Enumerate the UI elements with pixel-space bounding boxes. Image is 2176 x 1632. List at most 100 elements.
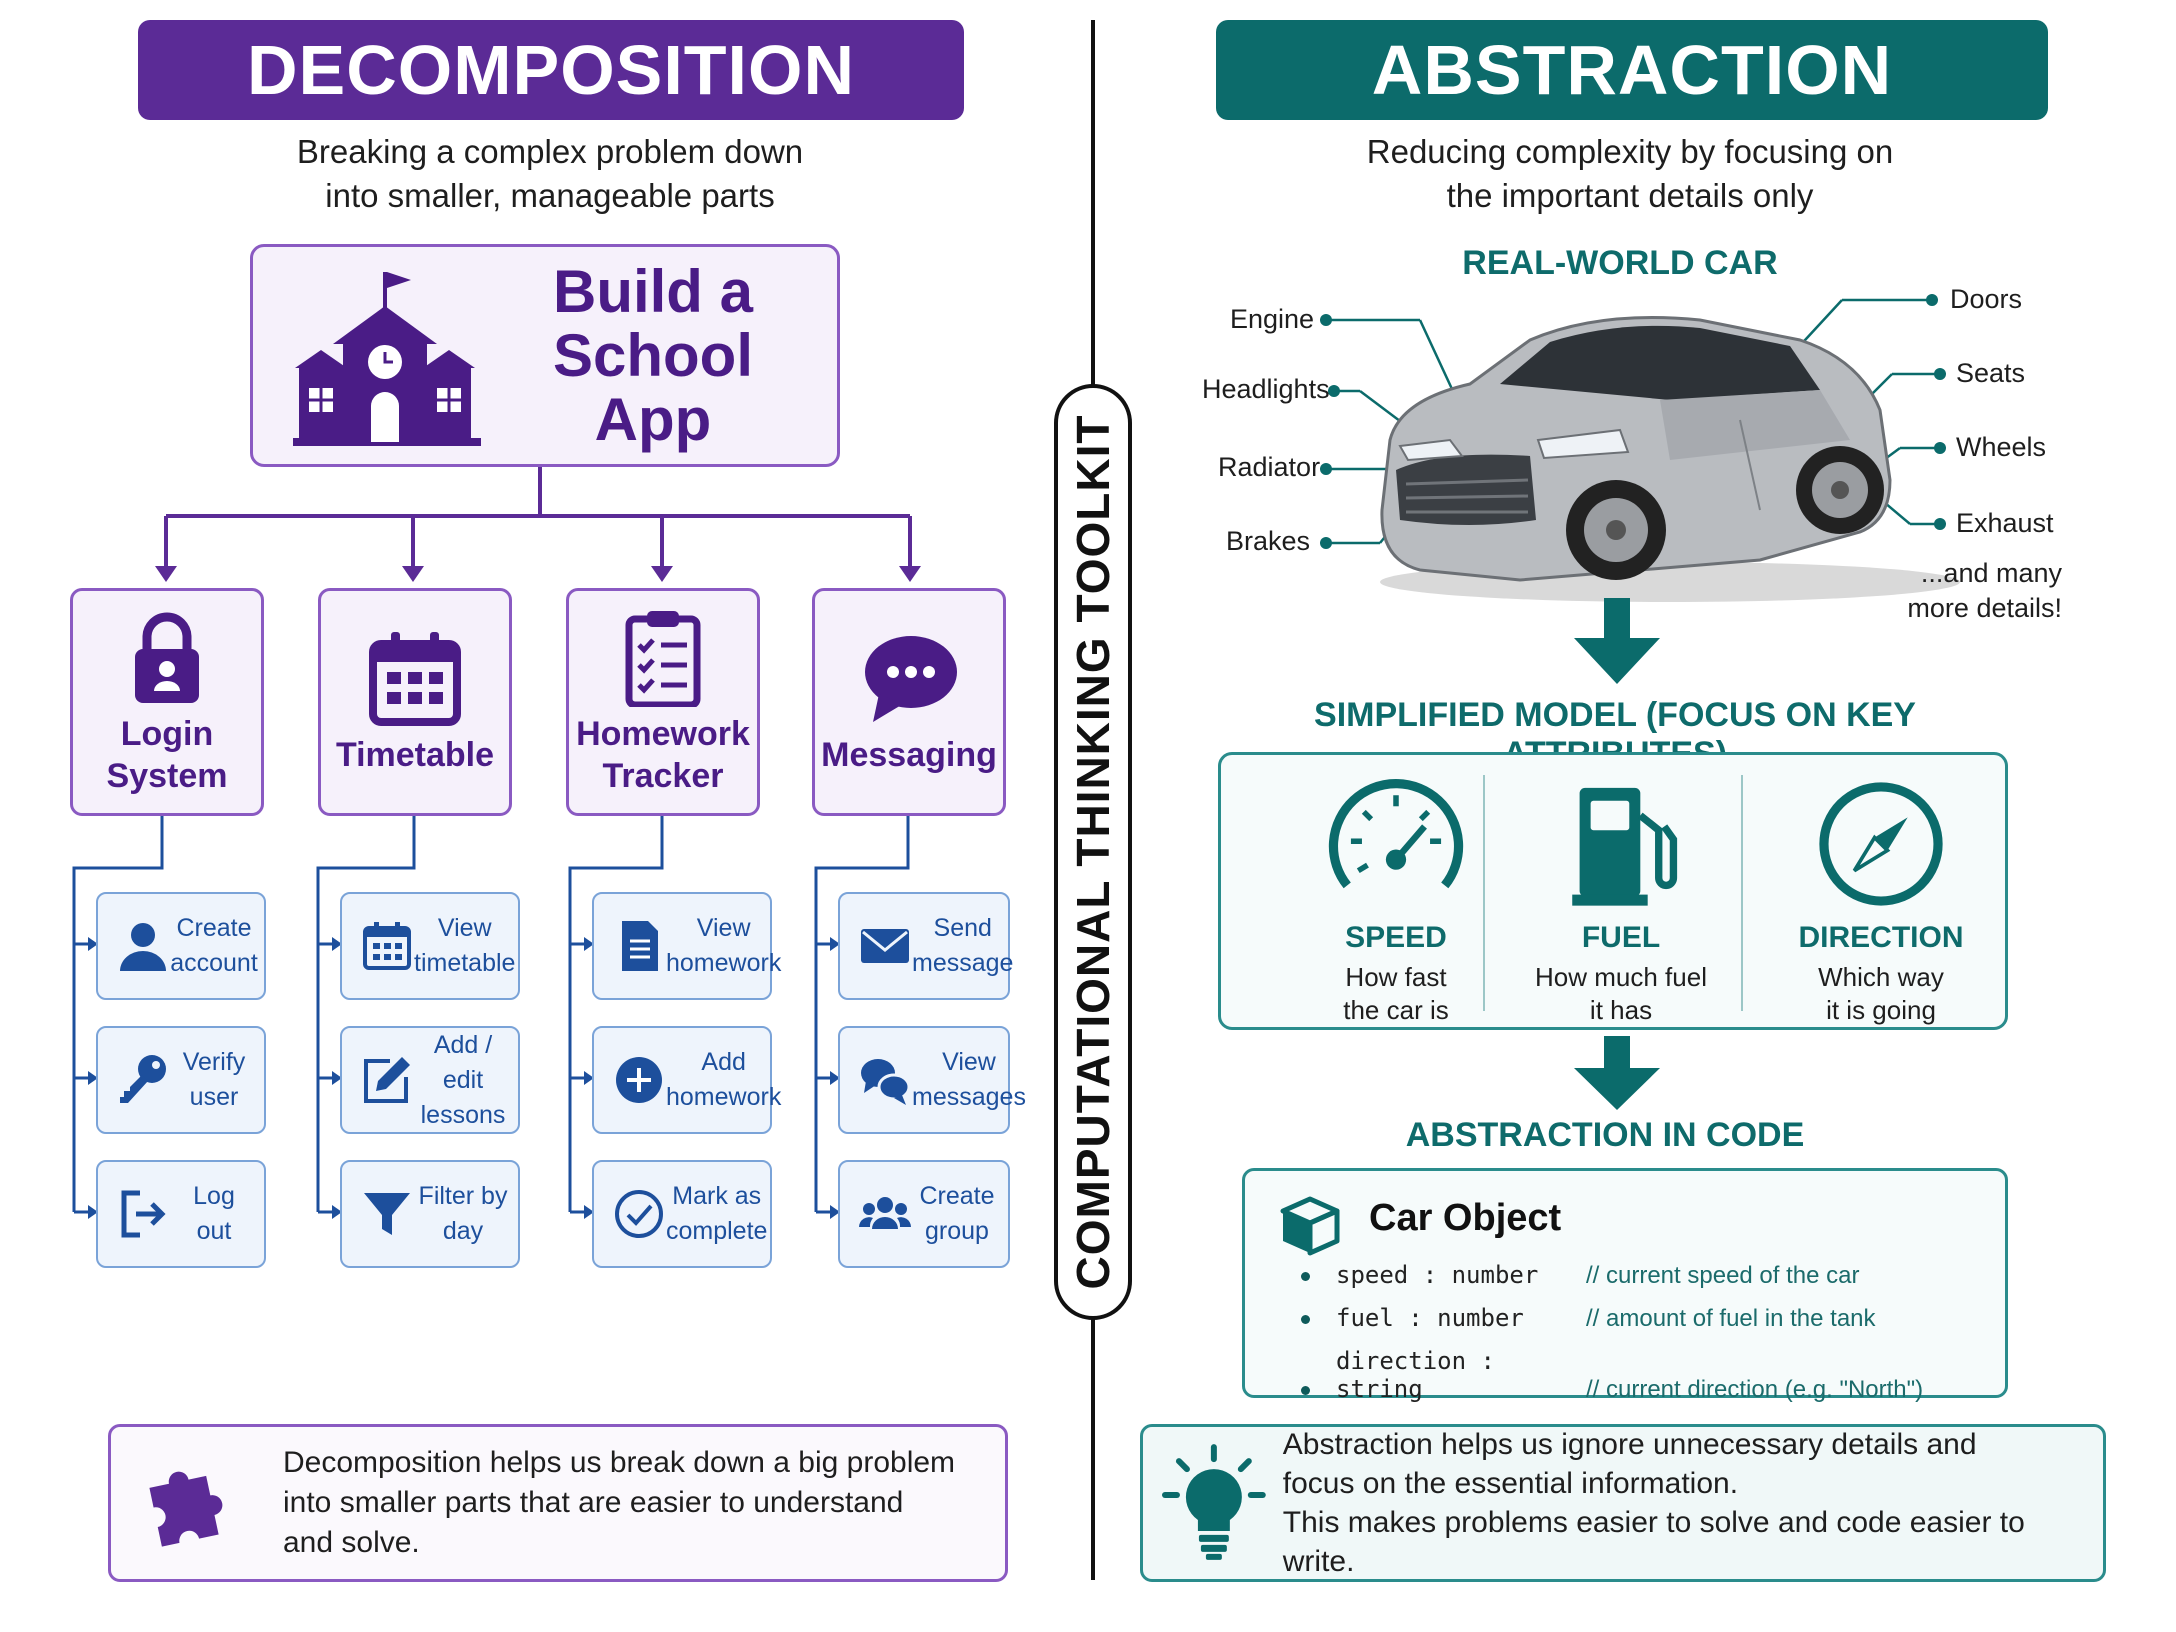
attribute-description-line: it is going (1826, 995, 1936, 1025)
attribute-separator (1741, 775, 1743, 1011)
car-label-wheels: Wheels (1956, 432, 2047, 462)
main-problem-box: Build a School App (250, 244, 840, 467)
category-label: Messaging (821, 734, 997, 776)
attribute-separator (1483, 775, 1485, 1011)
main-problem-title: Build a School App (503, 257, 803, 453)
code-field: direction : string (1336, 1347, 1495, 1403)
category-messaging: Messaging (812, 588, 1006, 816)
attribute-name: SPEED (1345, 921, 1447, 954)
subtitle-line: Reducing complexity by focusing on (1366, 133, 1894, 170)
subtask-label-line: View (696, 914, 751, 942)
car-label-headlights: Headlights (1202, 374, 1330, 404)
subtask-label-line: account (170, 949, 258, 977)
code-row-fuel: fuel : number// amount of fuel in the ta… (1301, 1304, 1876, 1333)
attribute-name: FUEL (1581, 921, 1661, 954)
code-row-direction: direction : string// current direction (… (1301, 1347, 1923, 1404)
main-title-line: School App (552, 321, 753, 453)
subtask-label-line: Send (933, 914, 992, 942)
subtask-label: Add / edit lessons (414, 1028, 518, 1133)
category-label-line: Messaging (821, 736, 997, 774)
clipboard-icon (625, 611, 701, 707)
subtask-label-line: messages (912, 1083, 1026, 1111)
category-label-line: Tracker (602, 757, 724, 795)
car-label-radiator: Radiator (1218, 452, 1321, 482)
info-line: Decomposition helps us break down a big … (283, 1446, 956, 1479)
info-line: focus on the essential information. (1282, 1467, 1739, 1500)
check-icon (615, 1190, 663, 1238)
chat-icon (865, 636, 957, 722)
code-comment: // amount of fuel in the tank (1586, 1305, 1876, 1332)
bullet (1301, 1385, 1310, 1395)
subtask-label-line: Verify (182, 1048, 246, 1076)
subtask-label-line: day (442, 1217, 484, 1245)
filter-icon (364, 1193, 410, 1235)
subtitle-line: the important details only (1446, 177, 1814, 214)
decomposition-info-text: Decomposition helps us break down a big … (283, 1443, 963, 1563)
code-row-speed: speed : number// current speed of the ca… (1301, 1261, 1859, 1290)
tree-connectors (72, 467, 921, 1219)
logout-icon (121, 1190, 166, 1238)
arrow-down-icon (1574, 598, 1660, 684)
main-title-line: Build a (552, 257, 753, 325)
compass-icon (1819, 782, 1943, 906)
abstraction-info-text: Abstraction helps us ignore unnecessary … (1283, 1425, 2103, 1581)
more-details-note: ...and many more details! (1906, 556, 2062, 626)
mail-icon (861, 929, 909, 963)
category-label: Timetable (336, 734, 494, 776)
subtask-label-line: timetable (414, 949, 516, 977)
toolkit-label-text: COMPUTATIONAL THINKING TOOLKIT (1067, 414, 1119, 1290)
subtask-label-line: Create (919, 1182, 995, 1210)
info-line: into smaller parts that are easier to un… (283, 1486, 904, 1519)
subtitle-line: Breaking a complex problem down (296, 133, 804, 170)
calendar-icon (369, 632, 461, 726)
arrow-down-icon (1574, 1036, 1660, 1110)
subtask-label-line: lessons (420, 1100, 506, 1129)
subtask-label-line: out (196, 1217, 232, 1245)
fuel-pump-icon (1572, 787, 1678, 906)
lock-icon (135, 612, 199, 703)
abstraction-info-box: Abstraction helps us ignore unnecessary … (1140, 1424, 2106, 1582)
subtask-label-line: Filter by (418, 1182, 508, 1210)
subtask-add-edit-lessons: Add / edit lessons (340, 1026, 520, 1134)
key-icon (120, 1055, 166, 1103)
category-label-line: Login (120, 715, 214, 753)
more-details-line: more details! (1907, 593, 2062, 623)
more-details-line: ...and many (1920, 558, 2062, 588)
lightbulb-icon (1161, 1444, 1266, 1560)
category-label: Homework Tracker (576, 713, 750, 797)
info-line: Abstraction helps us ignore unnecessary … (1282, 1428, 1977, 1461)
attribute-description-line: the car is (1343, 995, 1449, 1025)
subtask-label-line: complete (666, 1217, 768, 1245)
bullet (1301, 1314, 1310, 1324)
info-line: and solve. (283, 1526, 420, 1559)
divider-line-bottom (1091, 1318, 1095, 1580)
real-world-car-heading: REAL-WORLD CAR (1462, 244, 1778, 282)
car-object-code-box: Car Object speed : number// current spee… (1242, 1168, 2008, 1403)
decomposition-info-box: Decomposition helps us break down a big … (108, 1424, 1008, 1582)
subtask-label-line: Add / edit (433, 1030, 493, 1094)
edit-icon (364, 1057, 410, 1103)
cube-icon (1280, 1196, 1340, 1256)
attribute-description-line: How much fuel (1535, 962, 1707, 992)
abstraction-banner: ABSTRACTION (1216, 20, 2048, 120)
attribute-description-line: Which way (1818, 962, 1944, 992)
category-login-system: Login System (70, 588, 264, 816)
